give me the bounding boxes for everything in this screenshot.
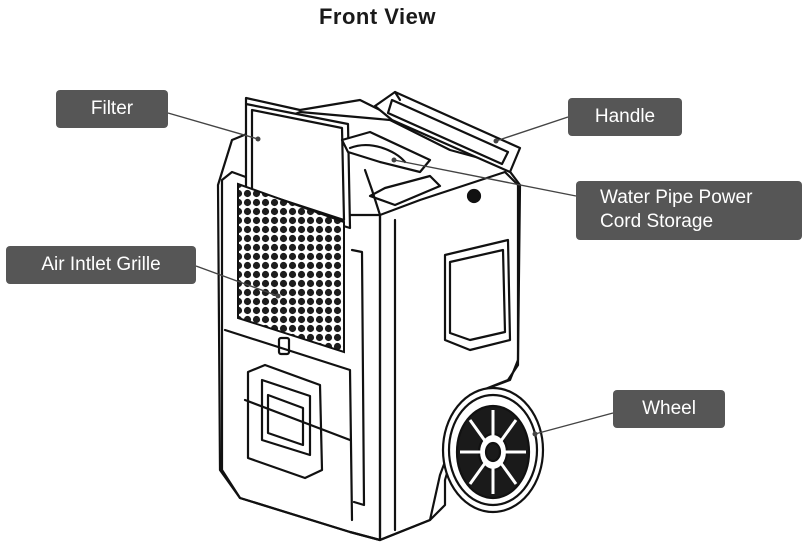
water-pipe-leader [393, 159, 577, 197]
water-pipe-label-line2: Cord Storage [600, 211, 714, 232]
water-pipe-callout: Water Pipe Power Cord Storage [576, 181, 802, 240]
filter-leader [167, 112, 259, 140]
handle-shape [373, 90, 522, 174]
handle-callout: Handle [568, 98, 682, 136]
wheel-shape [441, 386, 545, 514]
wheel-callout: Wheel [613, 390, 725, 428]
water-pipe-label-line1: Water Pipe Power [600, 187, 753, 208]
filter-callout: Filter [56, 90, 168, 128]
front-face [220, 170, 382, 542]
page-title: Front View [318, 4, 437, 29]
bottom-vent [246, 363, 324, 480]
wheel-leader [534, 412, 614, 435]
handle-leader [495, 116, 569, 142]
side-panel [378, 170, 520, 542]
air-inlet-grille [237, 182, 345, 354]
storage-cavity [340, 130, 432, 174]
air-inlet-leader [195, 265, 279, 297]
side-recess [443, 238, 512, 352]
air-inlet-callout: Air Intlet Grille [6, 246, 196, 284]
